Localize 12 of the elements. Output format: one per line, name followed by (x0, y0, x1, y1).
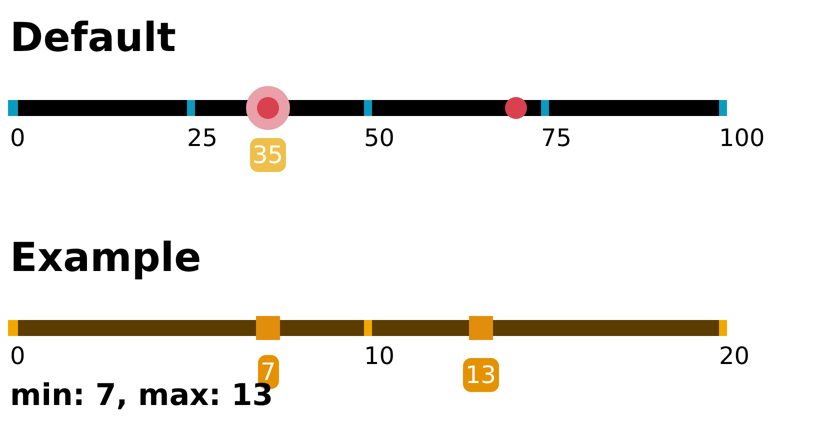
tick-label: 100 (719, 124, 765, 152)
tick-label: 50 (364, 124, 395, 152)
value-bubble: 13 (462, 358, 500, 392)
tick-label: 0 (10, 342, 26, 370)
section-heading: Default (10, 14, 176, 62)
tick-label: 0 (10, 124, 26, 152)
tick-label: 75 (541, 124, 572, 152)
tick-label: 25 (187, 124, 218, 152)
value-bubble: 35 (250, 138, 286, 172)
tick-label: 10 (364, 342, 395, 370)
tick-label: 20 (719, 342, 750, 370)
section-heading: Example (10, 234, 202, 282)
